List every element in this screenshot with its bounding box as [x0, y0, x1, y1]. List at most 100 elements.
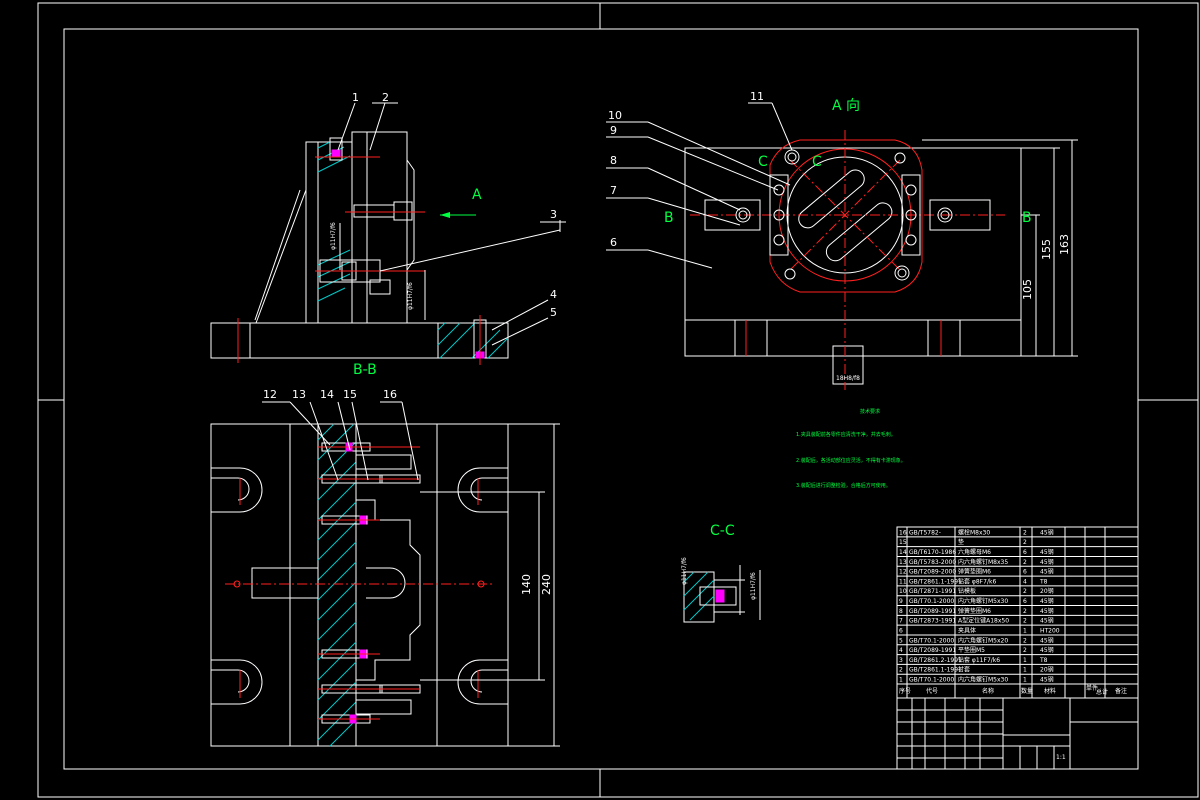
- balloon-10: 10: [608, 109, 622, 122]
- balloon-8: 8: [610, 154, 617, 167]
- bom-cell-material: 45钢: [1040, 607, 1054, 615]
- top-view: [684, 130, 1078, 390]
- section-mark-b-right: B: [1022, 210, 1032, 226]
- bom-cell-qty: 6: [1023, 569, 1027, 576]
- bom-cell-material: 45钢: [1040, 548, 1054, 556]
- fit-lower: φ11H7/f6: [407, 282, 414, 310]
- bom-cell-name: 内六角螺钉M5x30: [958, 676, 1008, 684]
- front-view-leaders: [254, 102, 566, 346]
- bom-header-name: 名称: [982, 687, 994, 695]
- bom-cell-material: 45钢: [1040, 676, 1054, 684]
- technical-notes: 技术要求 1.夹具装配前各零件应清洗干净，并去毛刺。 2.装配后，各活动部位应灵…: [796, 408, 906, 489]
- bom-cell-code: GB/T5782-: [909, 529, 941, 536]
- balloon-5: 5: [550, 306, 557, 319]
- bom-cell-code: GB/T5783-2000: [909, 559, 956, 566]
- balloon-16: 16: [383, 388, 397, 401]
- bom-cell-name: 垫: [958, 538, 964, 546]
- front-view: [210, 131, 561, 365]
- bom-cell-code: GB/T70.1-2000: [909, 598, 954, 605]
- bom-header-unit: 单件: [1086, 684, 1098, 692]
- bom-cell-material: 20钢: [1040, 587, 1054, 595]
- section-bb-title: B-B: [353, 362, 377, 378]
- balloon-11: 11: [750, 90, 764, 103]
- fit-upper: φ11H7/f6: [330, 222, 337, 250]
- bom-cell-qty: 4: [1023, 578, 1027, 585]
- bom-cell-no: 12: [899, 569, 907, 576]
- section-mark-c-left: C: [758, 154, 768, 170]
- bom-cell-code: GB/T2861.1-1991: [909, 667, 962, 674]
- balloon-6: 6: [610, 236, 617, 249]
- bom-cell-material: 45钢: [1040, 558, 1054, 566]
- top-view-leaders: [606, 102, 793, 269]
- bom-cell-code: GB/T2871-1991: [909, 588, 956, 595]
- bom-cell-material: 45钢: [1040, 617, 1054, 625]
- balloon-14: 14: [320, 388, 334, 401]
- section-mark-b-left: B: [664, 210, 674, 226]
- balloon-4: 4: [550, 288, 557, 301]
- section-cc-title: C-C: [710, 523, 735, 539]
- bom-cell-qty: 6: [1023, 598, 1027, 605]
- bom-cell-material: 45钢: [1040, 568, 1054, 576]
- bom-header-total: 总计: [1096, 688, 1108, 696]
- bom-cell-name: 钻套 φ11F7/k6: [958, 656, 1000, 664]
- bom-cell-name: 弹簧垫圈M6: [958, 568, 991, 576]
- bom-cell-qty: 2: [1023, 647, 1027, 654]
- bom-cell-material: 45钢: [1040, 636, 1054, 644]
- bom-header-no: 序号: [899, 687, 911, 695]
- bom-cell-code: GB/T2089-1991: [909, 647, 956, 654]
- bom-cell-no: 7: [899, 618, 903, 625]
- note-line-2: 2.装配后，各活动部位应灵活，不得有卡滞现象。: [796, 457, 906, 464]
- bom-cell-material: 45钢: [1040, 528, 1054, 536]
- bom-cell-qty: 2: [1023, 618, 1027, 625]
- bom-header-qty: 数量: [1021, 687, 1033, 695]
- dim-155: 155: [1040, 239, 1053, 260]
- dim-163: 163: [1058, 234, 1071, 255]
- bom-cell-material: 45钢: [1040, 646, 1054, 654]
- bom-cell-qty: 2: [1023, 608, 1027, 615]
- bom-cell-no: 4: [899, 647, 903, 654]
- bom-cell-name: 内六角螺钉M5x20: [958, 636, 1008, 644]
- fit-bottom: 18H8/f8: [836, 375, 860, 382]
- bom-cell-no: 13: [899, 559, 907, 566]
- balloon-2: 2: [382, 91, 389, 104]
- dim-140: 140: [520, 574, 533, 595]
- bom-cell-name: 钻模板: [958, 587, 976, 595]
- section-cc: [683, 565, 761, 623]
- balloon-1: 1: [352, 91, 359, 104]
- bom-cell-no: 8: [899, 608, 903, 615]
- bom-cell-code: GB/T2861.1-1991: [909, 578, 962, 585]
- notes-title: 技术要求: [860, 408, 880, 415]
- top-view-title: A 向: [832, 98, 860, 114]
- bom-cell-qty: 1: [1023, 627, 1027, 634]
- bom-cell-qty: 2: [1023, 637, 1027, 644]
- balloon-9: 9: [610, 124, 617, 137]
- bom-header-material: 材料: [1044, 687, 1056, 695]
- bom-cell-qty: 1: [1023, 667, 1027, 674]
- bom-header-code: 代号: [926, 687, 938, 695]
- view-arrow-label: A: [472, 187, 482, 203]
- bom-cell-no: 2: [899, 667, 903, 674]
- bom-cell-no: 15: [899, 539, 907, 546]
- note-line-3: 3.装配后进行调整检验，合格后方可使用。: [796, 482, 891, 489]
- bom-cell-name: 六角螺母M6: [958, 548, 991, 556]
- bom-cell-no: 10: [899, 588, 907, 595]
- bom-cell-code: GB/T2089-2000: [909, 569, 956, 576]
- section-mark-c-right: C: [812, 154, 822, 170]
- bom-cell-qty: 1: [1023, 657, 1027, 664]
- dim-240: 240: [540, 574, 553, 595]
- cc-fit-right: φ11H7/f6: [750, 572, 757, 600]
- note-line-1: 1.夹具装配前各零件应清洗干净，并去毛刺。: [796, 431, 896, 438]
- bom-cell-qty: 2: [1023, 539, 1027, 546]
- bom-cell-code: GB/T6170-1986: [909, 549, 956, 556]
- bom-cell-qty: 2: [1023, 588, 1027, 595]
- bom-header-remark: 备注: [1115, 687, 1127, 695]
- balloon-15: 15: [343, 388, 357, 401]
- bom-cell-name: A型定位键A18x50: [958, 617, 1009, 625]
- cc-fit-left: φ11H7/f6: [681, 557, 688, 585]
- bom-cell-name: 螺栓M8x30: [958, 528, 990, 536]
- bom-cell-code: GB/T2089-1991: [909, 608, 956, 615]
- bom-cell-name: 钻套 φ8F7/k6: [958, 577, 996, 585]
- bom-cell-code: GB/T2861.2-1991: [909, 657, 962, 664]
- bom-cell-material: T8: [1039, 578, 1048, 585]
